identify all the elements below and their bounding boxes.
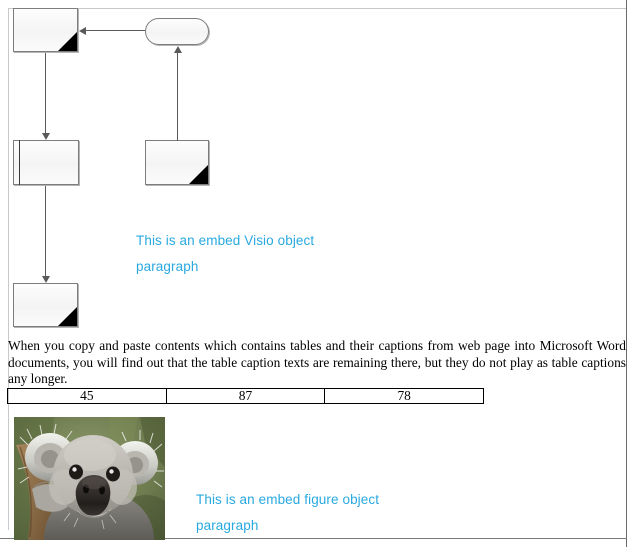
visio-shape-predefined-process-3[interactable] [13, 140, 79, 185]
table-cell-3: 78 [324, 388, 484, 404]
visio-shape-process-5[interactable] [13, 283, 78, 327]
embedded-figure-koala[interactable] [14, 417, 165, 540]
koala-photo-icon [14, 417, 165, 540]
predefined-process-bar-icon [19, 140, 20, 185]
visio-shape-process-1[interactable] [13, 8, 78, 52]
arrow-down-icon-2 [42, 276, 50, 283]
page-border-top [8, 8, 627, 9]
visio-connector-process-to-subprocess [45, 53, 46, 137]
page-border-left [8, 8, 9, 530]
visio-shape-terminator-2[interactable] [145, 18, 209, 45]
visio-shape-process-4[interactable] [145, 140, 209, 185]
corner-marker-icon [58, 32, 77, 51]
embedded-visio-object[interactable] [0, 0, 360, 335]
numbers-table: 45 87 78 [7, 388, 484, 404]
table-cell-1: 45 [7, 388, 167, 404]
page-border-bottom [0, 538, 627, 539]
page-border-right [626, 0, 627, 547]
visio-connector-terminator-to-process [86, 30, 145, 31]
corner-marker-icon [58, 307, 77, 326]
table-row: 45 87 78 [7, 388, 484, 404]
arrow-down-icon-1 [42, 133, 50, 140]
arrow-up-icon [174, 46, 182, 53]
visio-connector-process4-to-terminator [177, 52, 178, 141]
table-cell-2: 87 [165, 388, 326, 404]
table-body: 45 87 78 [7, 388, 484, 404]
figure-object-caption: This is an embed figure object paragraph [196, 492, 380, 533]
corner-marker-icon [189, 165, 208, 184]
arrow-left-icon [79, 27, 86, 35]
body-paragraph: When you copy and paste contents which c… [8, 338, 626, 386]
visio-connector-subprocess-to-process5 [45, 186, 46, 279]
visio-object-caption: This is an embed Visio object paragraph [136, 233, 315, 274]
